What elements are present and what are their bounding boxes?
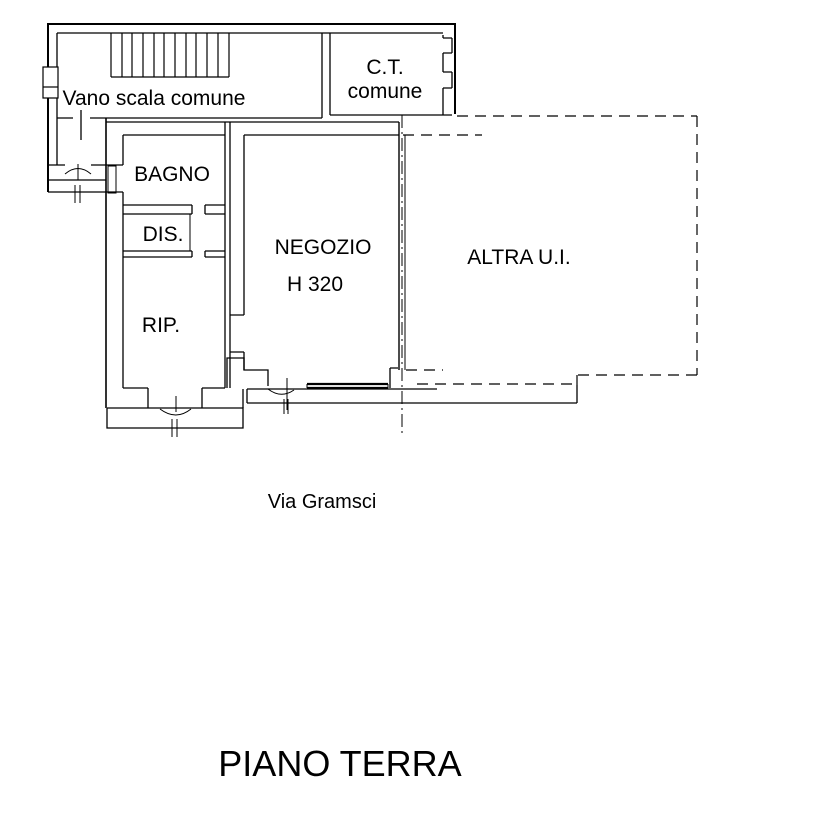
plan-title: PIANO TERRA: [218, 743, 461, 784]
street-label: Via Gramsci: [268, 491, 377, 513]
boiler-room-walls: [330, 35, 453, 116]
shop-front: [226, 357, 398, 414]
shop-right-wall: [398, 122, 406, 370]
stairs: [110, 33, 230, 78]
bathroom-label: BAGNO: [134, 163, 210, 186]
boiler-room-label-line2: comune: [348, 80, 423, 103]
other-unit-label: ALTRA U.I.: [467, 246, 570, 269]
exterior-walls: [47, 23, 456, 192]
entry-steps: [106, 385, 578, 429]
shop-left-wall: [224, 122, 245, 388]
stairwell-window: [42, 66, 59, 99]
hallway-label: DIS.: [143, 223, 184, 246]
storage-label: RIP.: [142, 314, 180, 337]
bathroom-walls: [123, 204, 225, 215]
boiler-room-label-line1: C.T.: [366, 56, 403, 79]
shop-height-label: H 320: [287, 273, 343, 296]
top-wall: [106, 121, 399, 136]
storage-walls: [123, 387, 225, 437]
other-unit-boundary: [403, 115, 698, 385]
shop-label: NEGOZIO: [275, 236, 372, 259]
stairwell-label: Vano scala comune: [63, 87, 246, 110]
hallway-walls: [123, 214, 225, 258]
stairwell-walls: [56, 32, 443, 165]
vestibule-walls: [48, 118, 124, 408]
